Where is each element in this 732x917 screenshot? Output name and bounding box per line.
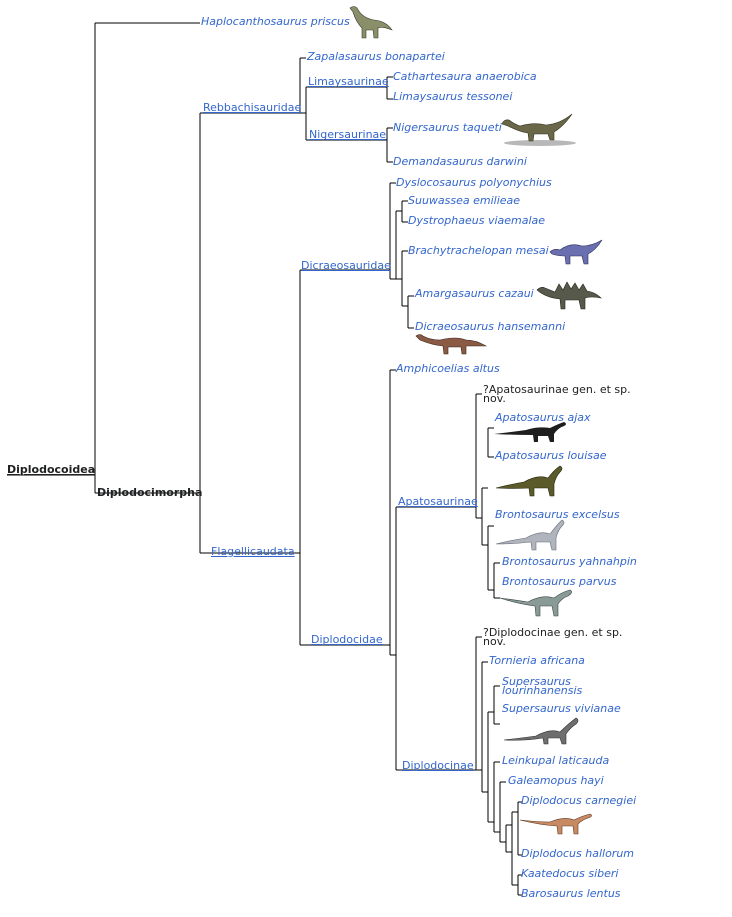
taxon-kaatedocus[interactable]: Kaatedocus siberi xyxy=(521,867,619,880)
clade-rebbachisauridae[interactable]: Rebbachisauridae xyxy=(203,101,302,114)
taxon-diplodocinae-gen-line2: nov. xyxy=(483,635,506,648)
clade-diplodocinae[interactable]: Diplodocinae xyxy=(402,759,474,772)
taxon-demandasaurus[interactable]: Demandasaurus darwini xyxy=(393,155,527,168)
taxon-supersaurus-lourinhanensis-line2[interactable]: lourinhanensis xyxy=(502,684,583,697)
clade-diplodocoidea[interactable]: Diplodocoidea xyxy=(7,463,96,476)
brachytrachelopan-illustration xyxy=(549,239,603,265)
taxon-zapalasaurus[interactable]: Zapalasaurus bonapartei xyxy=(307,50,445,63)
taxon-brachytrachelopan[interactable]: Brachytrachelopan mesai xyxy=(408,244,549,257)
taxon-dystrophaeus[interactable]: Dystrophaeus viaemalae xyxy=(408,214,546,227)
taxon-diplodocinae-gen-line1: ?Diplodocinae gen. et sp. xyxy=(483,626,623,639)
apatosaurus-ajax-illustration xyxy=(494,422,566,442)
taxon-diplodocus-carnegiei[interactable]: Diplodocus carnegiei xyxy=(521,794,637,807)
dicraeosaurus-illustration xyxy=(415,334,488,355)
taxon-apatosaurinae-gen-line2: nov. xyxy=(483,392,506,405)
clade-diplodocidae[interactable]: Diplodocidae xyxy=(311,633,383,646)
clade-diplodocimorpha: Diplodocimorpha xyxy=(97,486,203,499)
taxon-apatosaurus-louisae[interactable]: Apatosaurus louisae xyxy=(495,449,607,462)
nigersaurus-illustration xyxy=(501,113,576,146)
taxon-suuwassea[interactable]: Suuwassea emilieae xyxy=(408,194,521,207)
taxon-dicraeosaurus[interactable]: Dicraeosaurus hansemanni xyxy=(415,320,566,333)
brontosaurus-excelsus-illustration xyxy=(495,519,565,551)
amargasaurus-illustration xyxy=(536,281,602,310)
taxon-nigersaurus[interactable]: Nigersaurus taqueti xyxy=(393,121,502,134)
taxon-galeamopus[interactable]: Galeamopus hayi xyxy=(508,774,604,787)
clade-dicraeosauridae[interactable]: Dicraeosauridae xyxy=(301,259,391,272)
taxon-barosaurus[interactable]: Barosaurus lentus xyxy=(521,887,621,900)
diplodocus-illustration xyxy=(519,813,592,835)
supersaurus-illustration xyxy=(503,717,579,745)
taxon-amphicoelias[interactable]: Amphicoelias altus xyxy=(396,362,500,375)
clade-limaysaurinae[interactable]: Limaysaurinae xyxy=(308,75,389,88)
taxon-amargasaurus[interactable]: Amargasaurus cazaui xyxy=(415,287,534,300)
taxon-brontosaurus-excelsus[interactable]: Brontosaurus excelsus xyxy=(495,508,620,521)
taxon-brontosaurus-parvus[interactable]: Brontosaurus parvus xyxy=(502,575,617,588)
taxon-cathartesaura[interactable]: Cathartesaura anaerobica xyxy=(393,70,537,83)
clade-flagellicaudata[interactable]: Flagellicaudata xyxy=(211,545,295,558)
haplocanthosaurus-illustration xyxy=(349,6,393,39)
taxon-diplodocus-hallorum[interactable]: Diplodocus hallorum xyxy=(521,847,635,860)
apatosaurus-louisae-illustration xyxy=(495,465,563,497)
brontosaurus-parvus-illustration xyxy=(499,589,572,617)
taxon-apatosaurus-ajax[interactable]: Apatosaurus ajax xyxy=(495,411,591,424)
taxon-limaysaurus[interactable]: Limaysaurus tessonei xyxy=(393,90,513,103)
clade-nigersaurinae[interactable]: Nigersaurinae xyxy=(309,128,387,141)
taxon-haplocanthosaurus[interactable]: Haplocanthosaurus priscus xyxy=(201,15,350,28)
clade-apatosaurinae[interactable]: Apatosaurinae xyxy=(398,495,478,508)
taxon-leinkupal[interactable]: Leinkupal laticauda xyxy=(502,754,610,767)
taxon-supersaurus-lourinhanensis-line1[interactable]: Supersaurus xyxy=(502,675,571,688)
taxon-apatosaurinae-gen-line1: ?Apatosaurinae gen. et sp. xyxy=(483,383,631,396)
taxon-dyslocosaurus[interactable]: Dyslocosaurus polyonychius xyxy=(396,176,552,189)
taxon-brontosaurus-yahnahpin[interactable]: Brontosaurus yahnahpin xyxy=(502,555,637,568)
taxon-tornieria[interactable]: Tornieria africana xyxy=(489,654,585,667)
taxon-supersaurus-vivianae[interactable]: Supersaurus vivianae xyxy=(502,702,621,715)
